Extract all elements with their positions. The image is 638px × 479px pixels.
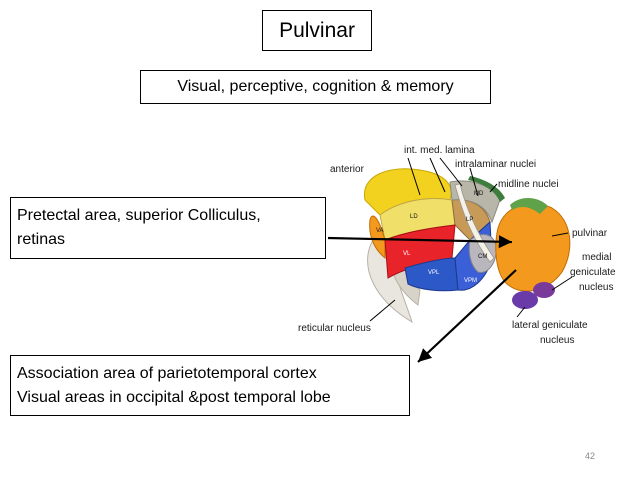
- label-reticular-nucleus: reticular nucleus: [298, 323, 371, 334]
- label-lateral-geniculate-2: nucleus: [540, 335, 574, 346]
- lateral-geniculate-shape: [512, 291, 538, 309]
- input-sources-box: Pretectal area, superior Colliculus, ret…: [10, 197, 326, 259]
- centromedian-shape: [468, 234, 497, 273]
- code-md: MD: [474, 191, 484, 197]
- label-int-med-lamina: int. med. lamina: [404, 145, 475, 156]
- code-vpm: VPM: [464, 278, 477, 284]
- label-lateral-geniculate-1: lateral geniculate: [512, 320, 588, 331]
- output-targets-box: Association area of parietotemporal cort…: [10, 355, 410, 416]
- code-cm: CM: [478, 254, 487, 260]
- input-sources-line-1: Pretectal area, superior Colliculus,: [17, 207, 261, 224]
- midline-shape: [468, 176, 505, 202]
- int-med-lamina-shape: [454, 183, 495, 263]
- input-sources-line-2: retinas: [17, 231, 66, 248]
- label-medial-geniculate-3: nucleus: [579, 282, 613, 293]
- code-vl: VL: [403, 251, 411, 257]
- input-arrow: [327, 235, 513, 249]
- label-medial-geniculate-1: medial: [582, 252, 611, 263]
- subtitle: Visual, perceptive, cognition & memory: [140, 70, 491, 104]
- ventral-anterior-shape: [369, 215, 386, 260]
- code-vpl: VPL: [428, 270, 440, 276]
- page-title: Pulvinar: [262, 10, 372, 51]
- label-anterior: anterior: [330, 164, 365, 175]
- code-va: VA: [376, 228, 384, 234]
- pulvinar-top-shape: [510, 197, 548, 214]
- output-targets-line-2: Visual areas in occipital &post temporal…: [17, 389, 331, 406]
- label-pulvinar: pulvinar: [572, 228, 608, 239]
- output-targets-line-1: Association area of parietotemporal cort…: [17, 365, 317, 382]
- label-intralaminar-nuclei: intralaminar nuclei: [455, 159, 536, 170]
- code-lp: LP: [466, 217, 473, 223]
- output-arrow: [417, 269, 517, 363]
- label-midline-nuclei: midline nuclei: [498, 179, 559, 190]
- label-medial-geniculate-2: geniculate: [570, 267, 616, 278]
- page-number: 42: [585, 451, 596, 461]
- code-ld: LD: [410, 214, 418, 220]
- medial-geniculate-shape: [533, 282, 555, 298]
